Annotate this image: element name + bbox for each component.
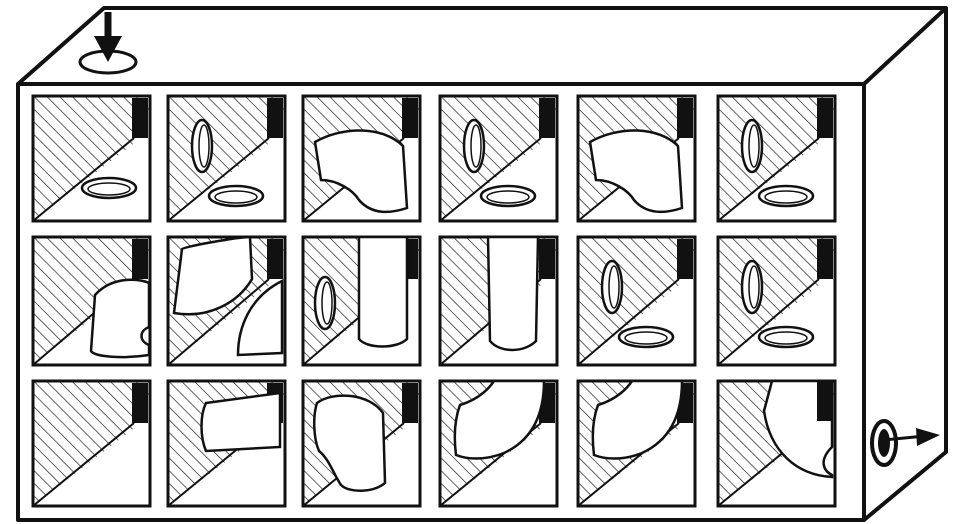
compartment-hole-bottom — [33, 96, 150, 221]
compartment-vertical-pipe — [440, 237, 557, 365]
compartment-empty — [33, 381, 150, 506]
elbow-pipe — [91, 280, 149, 357]
outlet-port — [872, 421, 940, 465]
compartment-holes-side-and-bottom — [718, 237, 835, 365]
vertical-pipe — [488, 237, 538, 350]
compartment-holes-side-and-bottom — [440, 96, 557, 221]
corner-shadow — [539, 98, 555, 138]
box-top-face — [18, 8, 946, 84]
compartment-horizontal-pipe — [168, 381, 285, 506]
compartment-holes-side-and-bottom — [718, 96, 835, 221]
compartment-double-elbow — [168, 237, 285, 365]
corner-shadow — [817, 98, 833, 138]
compartment-elbow — [303, 96, 420, 221]
compartment-elbow — [578, 96, 695, 221]
compartment-grid — [33, 96, 835, 506]
corner-shadow — [677, 239, 693, 279]
corner-shadow — [267, 239, 283, 279]
corner-shadow — [539, 239, 555, 279]
compartment-holes-side-and-bottom — [168, 96, 285, 221]
compartment-large-elbow-to-outlet — [718, 381, 835, 506]
corner-shadow — [402, 383, 418, 423]
compartment-elbow-lower — [33, 237, 150, 365]
compartment-holes-side-and-bottom — [578, 237, 695, 365]
compartment-elbow-down — [303, 381, 420, 506]
corner-shadow — [402, 98, 418, 138]
corner-shadow — [267, 98, 283, 138]
compartment-elbow-from-top — [440, 381, 557, 506]
compartment-elbow-from-top — [578, 381, 695, 506]
compartment-side-hole-and-vertical-pipe — [303, 237, 420, 365]
corner-shadow — [677, 98, 693, 138]
vertical-pipe — [359, 237, 407, 347]
horizontal-pipe — [202, 393, 281, 451]
corner-shadow — [132, 98, 148, 138]
corner-shadow — [817, 239, 833, 279]
corner-shadow — [132, 239, 148, 279]
corner-shadow — [132, 383, 148, 423]
